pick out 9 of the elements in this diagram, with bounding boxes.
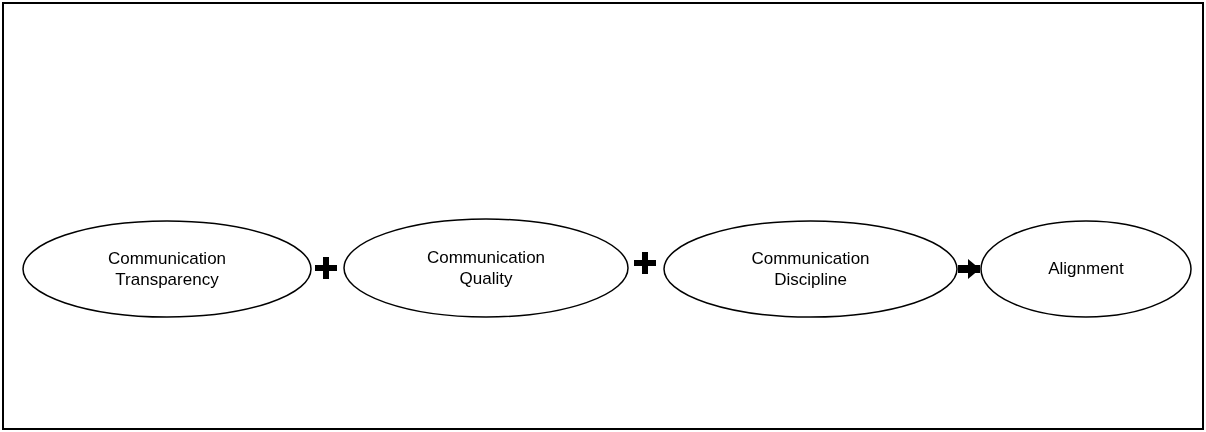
arrow xyxy=(958,259,980,279)
node-label: Communication Quality xyxy=(425,246,547,290)
node-label: Communication Discipline xyxy=(750,247,871,291)
node-label: Alignment xyxy=(1048,258,1124,280)
ellipse-node xyxy=(343,218,629,318)
node-label: Communication Transparency xyxy=(106,247,228,291)
ellipse-node xyxy=(663,220,958,318)
ellipse-node xyxy=(22,220,312,318)
ellipse-node xyxy=(980,220,1192,318)
